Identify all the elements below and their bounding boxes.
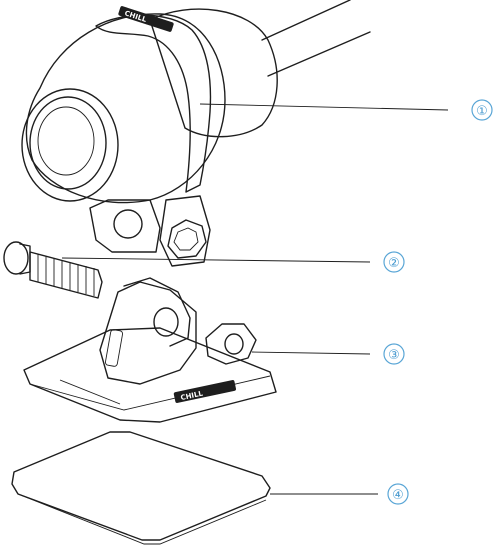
base-brand-logo: CHILL bbox=[173, 380, 236, 403]
lens bbox=[21, 88, 119, 202]
callout-2-label: ② bbox=[388, 256, 400, 271]
nut bbox=[205, 323, 257, 365]
adhesive-pad bbox=[11, 431, 271, 545]
callout-2: ② bbox=[61, 251, 405, 273]
bolt bbox=[3, 241, 103, 299]
callout-3-label: ③ bbox=[388, 348, 400, 363]
clamp-band bbox=[95, 14, 212, 193]
light-housing: CHILL bbox=[21, 6, 278, 267]
callout-4-label: ④ bbox=[392, 488, 404, 503]
svg-text:CHILL: CHILL bbox=[124, 9, 148, 24]
callout-4: ④ bbox=[270, 483, 409, 505]
brand-logo: CHILL bbox=[118, 6, 174, 32]
handlebar-tube bbox=[261, 0, 371, 77]
mount-base: CHILL bbox=[23, 277, 277, 423]
callout-1-label: ① bbox=[476, 104, 488, 119]
clamp-ears bbox=[89, 195, 211, 267]
callout-1: ① bbox=[199, 99, 493, 121]
callout-3: ③ bbox=[251, 343, 405, 365]
